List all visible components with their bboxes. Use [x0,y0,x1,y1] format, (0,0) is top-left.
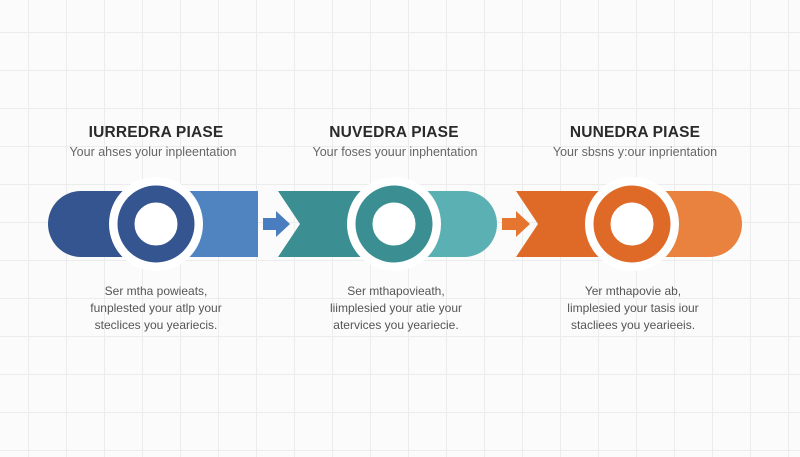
phase-1-description-line: funplested your atlp your [90,301,222,315]
phase-1-description: Ser mtha powieats, funplested your atlp … [36,283,276,334]
phase-2-description-line: liimplesied your atie your [329,301,463,315]
phase-3-ring-icon [593,185,671,263]
arrow-1-icon [263,211,290,237]
phase-2-subtitle: Your foses youur inphentation [312,145,478,159]
phase-2-title: NUVEDRA PIASE [329,124,459,141]
phase-2-description-line: Ser mthapovieath, [347,284,445,298]
phase-2-bar [278,177,497,271]
phase-3-subtitle: Your sbsns y:our inprientation [552,145,718,159]
phase-1-description-line: Ser mtha powieats, [104,284,208,298]
phase-1-description-line: steclices you yeariecis. [94,318,218,332]
phase-1-ring-icon [117,185,195,263]
phase-1-title: IURREDRA PIASE [88,124,224,141]
phase-3-description-line: limplesied your tasis iour [567,301,699,315]
phase-2-description: Ser mthapovieath, liimplesied your atie … [276,283,516,334]
phase-3-description: Yer mthapovie ab, limplesied your tasis … [513,283,753,334]
arrow-2-icon [502,211,530,237]
phase-3-title: NUNEDRA PIASE [569,124,701,141]
phase-3-description-line: Yer mthapovie ab, [584,284,682,298]
phase-2-description-line: atervices you yeariecie. [333,318,459,332]
phase-2-ring-icon [355,185,433,263]
phase-3-description-line: stacliees you yearieeis. [570,318,696,332]
phase-1-bar [48,177,258,271]
phase-3-bar [516,177,742,271]
phase-1-subtitle: Your ahses yolur inpleentation [69,145,237,159]
